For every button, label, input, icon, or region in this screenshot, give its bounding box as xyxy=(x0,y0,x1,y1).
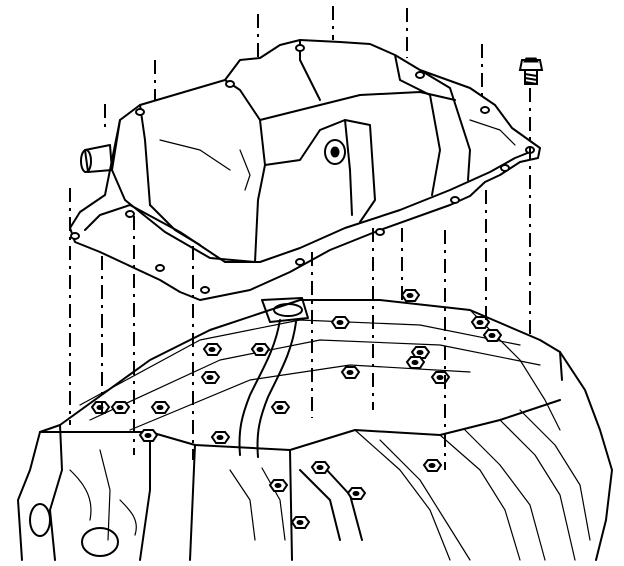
stud-nut-icon xyxy=(405,356,426,369)
stud-nut-icon xyxy=(400,289,421,302)
stud-nut-icon xyxy=(202,343,223,356)
flange-bolt-hole xyxy=(500,164,510,172)
stud-nut-icon xyxy=(250,343,271,356)
flange-bolt-hole xyxy=(295,258,305,266)
stud-nut-icon xyxy=(138,429,159,442)
flange-bolt-hole xyxy=(200,286,210,294)
stud-nut-icon xyxy=(270,401,291,414)
stud-nut-icon xyxy=(430,371,451,384)
flange-bolt-hole xyxy=(480,106,490,114)
stud-nut-icon xyxy=(200,371,221,384)
oil-pan-icon xyxy=(69,39,541,301)
flange-bolt-hole xyxy=(415,71,425,79)
stud-nut-icon xyxy=(346,487,367,500)
flange-bolt-hole xyxy=(155,264,165,272)
stud-nut-icon xyxy=(90,401,111,414)
stud-nut-icon xyxy=(470,316,491,329)
stud-nut-icon xyxy=(330,316,351,329)
flange-bolt-hole xyxy=(135,108,145,116)
stud-nut-icon xyxy=(210,431,231,444)
stud-nut-icon xyxy=(290,516,311,529)
stud-nut-icon xyxy=(422,459,443,472)
flange-bolt-hole xyxy=(70,232,80,240)
flange-bolt-hole xyxy=(375,228,385,236)
flange-bolt-hole xyxy=(450,196,460,204)
flange-bolt-hole xyxy=(125,210,135,218)
stud-nut-icon xyxy=(482,329,503,342)
stud-nut-icon xyxy=(340,366,361,379)
engine-block-icon xyxy=(17,289,613,561)
alignment-lines xyxy=(69,6,531,470)
stud-nut-icon xyxy=(268,479,289,492)
flange-bolt-hole xyxy=(295,44,305,52)
stud-nut-icon xyxy=(310,461,331,474)
stud-nut-icon xyxy=(150,401,171,414)
flange-bolt-hole xyxy=(225,80,235,88)
stud-nut-icon xyxy=(110,401,131,414)
bolt-icon xyxy=(518,57,544,85)
